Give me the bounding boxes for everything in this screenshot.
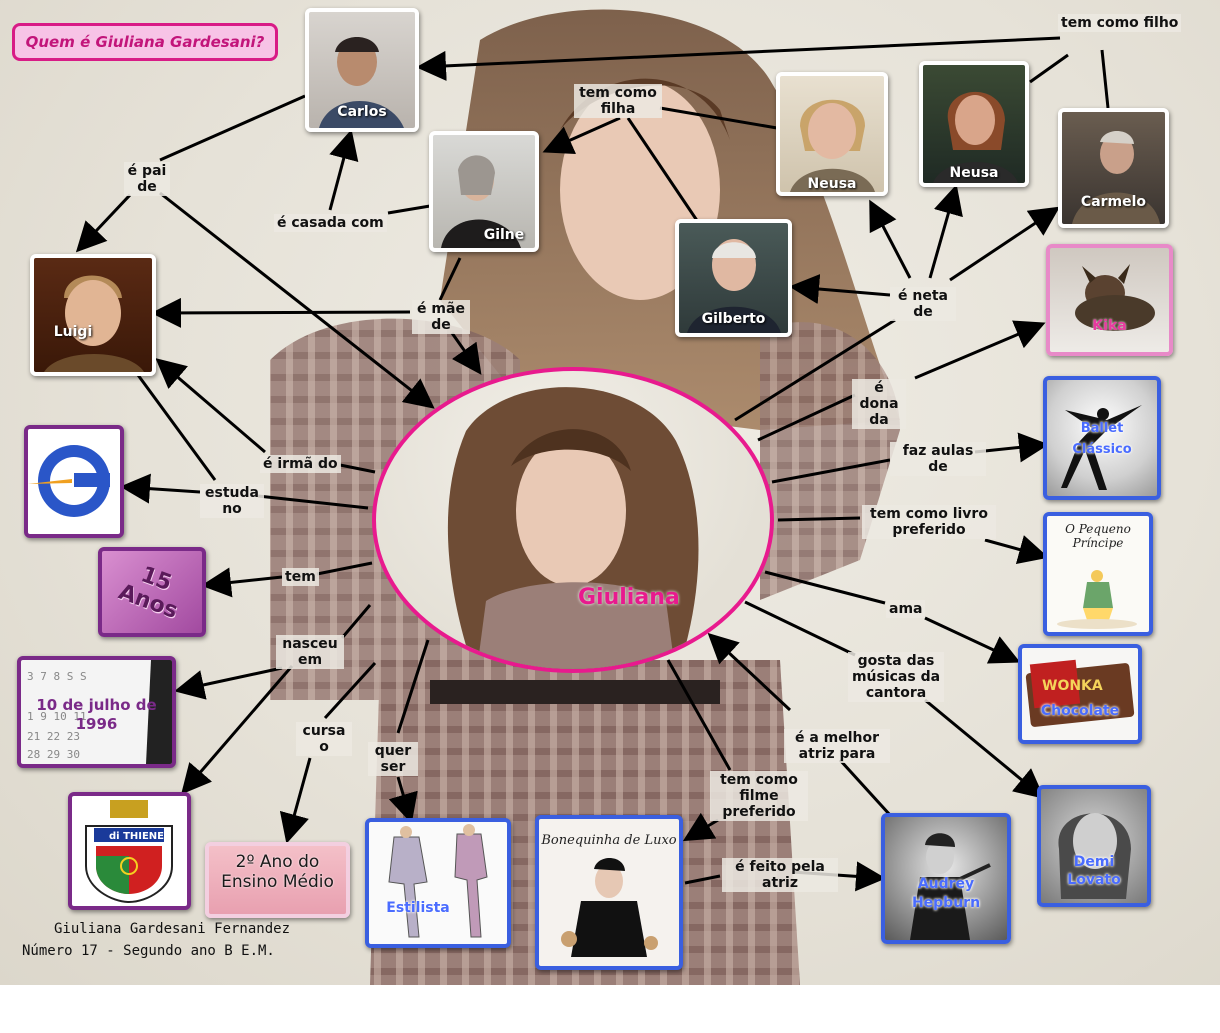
person-photo-icon bbox=[441, 155, 521, 248]
label-e-pai-de: é pai de bbox=[124, 162, 170, 196]
label-irma-do: é irmã do bbox=[260, 455, 341, 473]
label-melhor-atriz: é a melhor atriz para bbox=[784, 729, 890, 763]
concept-map-canvas: Quem é Giuliana Gardesani? Giuliana Carl… bbox=[0, 0, 1220, 985]
map-title: Quem é Giuliana Gardesani? bbox=[12, 23, 278, 61]
book-title: O Pequeno Príncipe bbox=[1065, 522, 1131, 550]
node-carmelo[interactable]: Carmelo bbox=[1058, 108, 1169, 228]
label-tem-como-filho: tem como filho bbox=[1058, 14, 1182, 32]
estilista-label: Estilista bbox=[386, 900, 450, 916]
person-photo-icon bbox=[790, 99, 875, 192]
audrey-label: Audrey Hepburn bbox=[911, 876, 981, 911]
movie-title: Bonequinha de Luxo bbox=[541, 833, 677, 848]
node-gilne[interactable]: Gilne bbox=[429, 131, 539, 252]
svg-text:1 9 10 11: 1 9 10 11 bbox=[27, 710, 87, 723]
node-audrey[interactable]: Audrey Hepburn bbox=[881, 813, 1011, 944]
center-name: Giuliana bbox=[578, 585, 680, 610]
person-photo-icon bbox=[1058, 813, 1131, 899]
dog-photo-icon bbox=[1075, 264, 1155, 331]
label-quer-ser: quer ser bbox=[368, 742, 418, 776]
ballet-label: Ballet Clássico bbox=[1072, 421, 1132, 457]
chocolate-bar-icon: WONKA bbox=[1025, 659, 1135, 727]
serie-label: 2º Ano do Ensino Médio bbox=[221, 852, 334, 892]
label-gosta-musicas: gosta das músicas da cantora bbox=[848, 652, 944, 702]
label-feito-pela-atriz: é feito pela atriz bbox=[722, 858, 838, 892]
person-photo-icon bbox=[687, 239, 781, 333]
ballerina-icon bbox=[1061, 405, 1142, 490]
fashion-sketch-icon bbox=[388, 824, 488, 938]
node-kika[interactable]: Kika bbox=[1046, 244, 1173, 356]
node-chocolate[interactable]: WONKA Chocolate bbox=[1018, 644, 1142, 744]
label-cursa-o: cursa o bbox=[296, 722, 352, 756]
svg-text:21 22 23: 21 22 23 bbox=[27, 730, 80, 743]
city-crest-icon: di THIENE bbox=[85, 800, 173, 904]
neusa-2-label: Neusa bbox=[949, 165, 999, 181]
person-photo-icon bbox=[319, 37, 404, 128]
label-tem-como-filha: tem como filha bbox=[574, 84, 662, 118]
node-neusa-2[interactable]: Neusa bbox=[919, 61, 1029, 187]
demi-label: Demi Lovato bbox=[1067, 854, 1121, 888]
label-faz-aulas-de: faz aulas de bbox=[890, 442, 986, 476]
crest-text: di THIENE bbox=[109, 831, 164, 842]
gilberto-label: Gilberto bbox=[701, 311, 766, 327]
node-age[interactable]: 15 Anos bbox=[98, 547, 206, 637]
label-e-mae-de: é mãe de bbox=[412, 300, 470, 334]
node-neusa-1[interactable]: Neusa bbox=[776, 72, 888, 196]
kika-label: Kika bbox=[1092, 318, 1127, 334]
gilne-label: Gilne bbox=[483, 227, 525, 243]
label-tem: tem bbox=[282, 568, 319, 586]
label-estuda-no: estuda no bbox=[200, 484, 264, 518]
person-photo-icon bbox=[1072, 130, 1160, 224]
label-e-dona-da: é dona da bbox=[852, 379, 906, 429]
chocolate-label: Chocolate bbox=[1040, 703, 1120, 719]
node-book[interactable]: O Pequeno Príncipe bbox=[1043, 512, 1153, 636]
label-e-casada-com: é casada com bbox=[274, 214, 387, 232]
center-portrait bbox=[447, 387, 699, 669]
label-ama: ama bbox=[886, 600, 926, 618]
node-demi[interactable]: Demi Lovato bbox=[1037, 785, 1151, 907]
school-logo-icon bbox=[28, 445, 110, 517]
person-photo-icon bbox=[44, 275, 144, 372]
node-crest[interactable]: di THIENE bbox=[68, 792, 191, 910]
age-label: 15 Anos bbox=[115, 562, 181, 624]
node-estilista[interactable]: Estilista bbox=[365, 818, 511, 948]
label-tem-como-livro: tem como livro preferido bbox=[862, 505, 996, 539]
node-movie[interactable]: Bonequinha de Luxo bbox=[535, 815, 683, 970]
wonka-text: WONKA bbox=[1042, 678, 1103, 694]
svg-text:3 7 8 S S: 3 7 8 S S bbox=[27, 670, 87, 683]
label-e-neta-de: é neta de bbox=[890, 287, 956, 321]
carmelo-label: Carmelo bbox=[1080, 194, 1147, 210]
footer-class: Número 17 - Segundo ano B E.M. bbox=[22, 943, 275, 959]
calendar-icon: 3 7 8 S S 1 9 10 11 21 22 23 28 29 30 bbox=[27, 660, 172, 764]
node-school[interactable] bbox=[24, 425, 124, 538]
label-filme-preferido: tem como filme preferido bbox=[710, 771, 808, 821]
node-gilberto[interactable]: Gilberto bbox=[675, 219, 792, 337]
person-photo-icon bbox=[910, 833, 991, 940]
node-carlos[interactable]: Carlos bbox=[305, 8, 419, 132]
node-ballet[interactable]: Ballet Clássico bbox=[1043, 376, 1161, 500]
center-photo bbox=[372, 367, 774, 673]
carlos-label: Carlos bbox=[337, 104, 387, 120]
person-photo-icon bbox=[933, 91, 1018, 183]
node-birth[interactable]: 3 7 8 S S 1 9 10 11 21 22 23 28 29 30 10 de… bbox=[17, 656, 176, 768]
relationship-arrows bbox=[75, 36, 1110, 892]
footer-name: Giuliana Gardesani Fernandez bbox=[54, 921, 291, 937]
svg-text:28 29 30: 28 29 30 bbox=[27, 748, 80, 761]
node-serie[interactable]: 2º Ano do Ensino Médio bbox=[205, 842, 350, 918]
luigi-label: Luigi bbox=[53, 324, 93, 340]
movie-poster-icon bbox=[561, 857, 658, 957]
neusa-1-label: Neusa bbox=[807, 176, 857, 192]
label-nasceu-em: nasceu em bbox=[276, 635, 344, 669]
little-prince-icon bbox=[1057, 570, 1137, 629]
node-luigi[interactable]: Luigi bbox=[30, 254, 156, 376]
birth-label: 10 de julho de 1996 bbox=[36, 696, 157, 733]
